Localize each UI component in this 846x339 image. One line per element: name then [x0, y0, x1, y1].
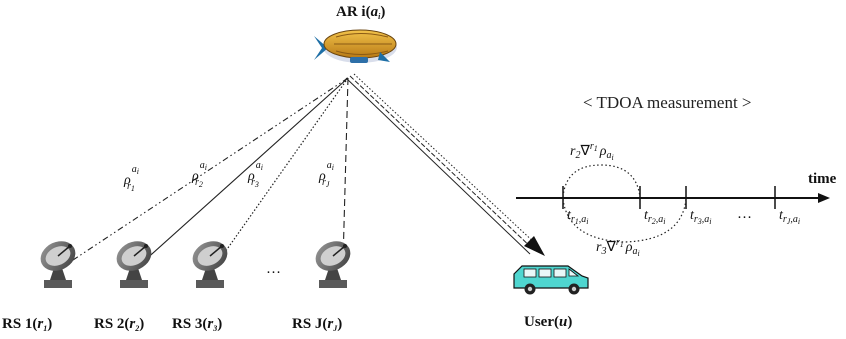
satellite-dish-icon — [192, 241, 228, 288]
satellite-dish-icon — [315, 241, 351, 288]
arc-top — [562, 164, 641, 198]
link-user — [345, 73, 545, 256]
tick-ellipsis: … — [737, 206, 752, 222]
rsJ-label: RS J(rJ) — [292, 316, 342, 333]
station-rs3 — [192, 241, 228, 288]
tick-labels: tr1,ai tr2,ai tr3,ai … trJ,ai — [567, 206, 800, 226]
link-rs3 — [217, 77, 349, 263]
ar-label: AR i(ai) — [336, 4, 385, 21]
station-rs2 — [116, 241, 152, 288]
links — [69, 73, 545, 263]
rs3-label: RS 3(r3) — [172, 316, 222, 333]
time-axis — [516, 186, 830, 209]
tick-label-2: tr2,ai — [644, 208, 666, 226]
car-icon — [513, 265, 589, 295]
link-rs1 — [69, 77, 349, 263]
stations-ellipsis: … — [266, 261, 281, 277]
airship-icon — [314, 29, 397, 63]
tick-label-3: tr3,ai — [690, 208, 712, 226]
tick-label-J: trJ,ai — [779, 208, 800, 226]
station-rsJ — [315, 241, 351, 288]
tdoa-title: < TDOA measurement > — [583, 93, 752, 112]
time-axis-label: time — [808, 171, 837, 187]
station-rs1 — [40, 241, 76, 288]
link-rsJ — [342, 77, 349, 263]
link-rs2 — [142, 77, 349, 263]
rs1-label: RS 1(r1) — [2, 316, 52, 333]
user-label: User(u) — [524, 314, 572, 330]
satellite-dish-icon — [40, 241, 76, 288]
rs2-label: RS 2(r2) — [94, 316, 144, 333]
satellite-dish-icon — [116, 241, 152, 288]
tick-label-1: tr1,ai — [567, 208, 589, 226]
